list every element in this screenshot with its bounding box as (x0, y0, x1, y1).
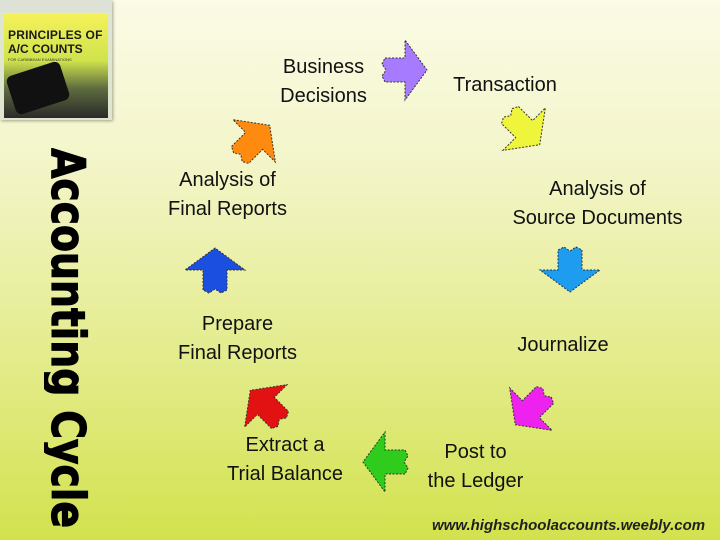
arrow-analysis-to-journalize (539, 246, 601, 293)
side-title-graphic: Accounting Cycle (44, 148, 96, 528)
step-transaction: Transaction (453, 74, 557, 96)
arrow-transaction-to-analysis (486, 91, 562, 167)
arrow-ledger-to-trial-balance (362, 431, 409, 493)
book-title-line2: A/C COUNTS (8, 42, 83, 56)
website-url: www.highschoolaccounts.weebly.com (432, 517, 706, 534)
book-band (0, 0, 112, 12)
arrow-prepare-to-analysis-final (184, 247, 246, 294)
side-title: Accounting Cycle (44, 148, 95, 528)
book-title-line1: PRINCIPLES OF (8, 28, 103, 42)
book-cover-thumbnail: PRINCIPLES OF A/C COUNTS FOR CARIBBEAN E… (0, 0, 112, 120)
step-journalize: Journalize (517, 334, 609, 356)
arrow-journalize-to-ledger (493, 371, 569, 447)
book-subtitle: FOR CARIBBEAN EXAMINATIONS (8, 57, 72, 62)
arrow-business-to-transaction (381, 39, 428, 101)
